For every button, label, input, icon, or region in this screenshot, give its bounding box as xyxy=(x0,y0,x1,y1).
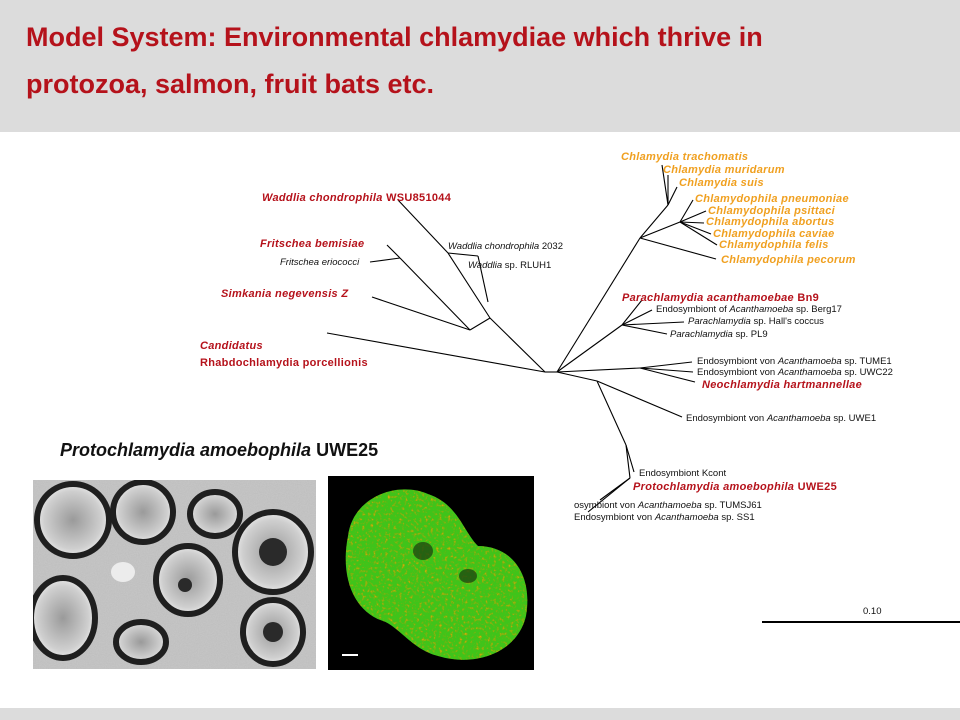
label-waddlia-2032: Waddlia chondrophila 2032 xyxy=(448,241,563,252)
label-tume1: Endosymbiont von Acanthamoeba sp. TUME1 xyxy=(697,356,892,367)
branch-left-a xyxy=(489,317,546,373)
micrograph-caption: Protochlamydia amoebophila UWE25 xyxy=(60,440,379,460)
label-chlamydophila-pecorum: Chlamydophila pecorum xyxy=(721,254,856,266)
label-neochlamydia-hartmannellae: Neochlamydia hartmannellae xyxy=(702,379,862,391)
label-uwe1: Endosymbiont von Acanthamoeba sp. UWE1 xyxy=(686,413,876,424)
branch-cs xyxy=(667,186,678,206)
branch-fritschea-e xyxy=(369,257,401,263)
branch-proto xyxy=(625,444,631,479)
label-chlamydophila-psittaci: Chlamydophila psittaci xyxy=(708,205,836,217)
branch-kcont xyxy=(625,444,635,473)
branch-para-stem xyxy=(556,324,623,373)
branch-chlam-stem xyxy=(556,237,641,373)
branch-chlamydia xyxy=(639,204,669,239)
branch-ct xyxy=(661,164,669,206)
label-rhabdochlamydia: Rhabdochlamydia porcellionis xyxy=(200,357,368,369)
branch-simkania xyxy=(371,296,471,331)
branch-bn9 xyxy=(621,299,643,326)
label-fritschea-eriococci: Fritschea eriococci xyxy=(280,257,360,268)
branch-waddlia-2032 xyxy=(447,252,479,257)
scale-label: 0.10 xyxy=(863,606,882,617)
label-chlamydophila-felis: Chlamydophila felis xyxy=(719,239,829,251)
title-bar: Model System: Environmental chlamydiae w… xyxy=(0,0,960,132)
label-waddlia-wsu: Waddlia chondrophila WSU851044 xyxy=(262,192,452,204)
label-waddlia-rluh1: Waddlia sp. RLUH1 xyxy=(468,260,551,271)
phylogenetic-tree: Waddlia chondrophila WSU851044 Waddlia c… xyxy=(200,151,960,623)
label-chlamydophila-caviae: Chlamydophila caviae xyxy=(713,228,835,240)
label-pl9: Parachlamydia sp. PL9 xyxy=(670,329,768,340)
branch-proto-stem xyxy=(596,380,627,446)
slide-title-line1: Model System: Environmental chlamydiae w… xyxy=(26,22,763,52)
branch-halls xyxy=(621,321,685,326)
branch-tume1 xyxy=(639,361,693,369)
branch-cpe xyxy=(639,237,717,260)
label-tumsj61: osymbiont von Acanthamoeba sp. TUMSJ61 xyxy=(574,500,762,511)
branch-left-b xyxy=(469,317,491,331)
footer-bar xyxy=(0,708,960,720)
label-kcont: Endosymbiont Kcont xyxy=(639,468,726,479)
tree-branches xyxy=(326,164,960,623)
label-candidatus: Candidatus xyxy=(200,340,263,352)
electron-micrograph xyxy=(33,480,316,669)
label-uwc22: Endosymbiont von Acanthamoeba sp. UWC22 xyxy=(697,367,893,378)
branch-cca xyxy=(679,221,712,235)
label-chlamydia-trachomatis: Chlamydia trachomatis xyxy=(621,151,748,163)
branch-uwe1-stem xyxy=(556,371,598,382)
label-berg17: Endosymbiont of Acanthamoeba sp. Berg17 xyxy=(656,304,842,315)
branch-waddlia xyxy=(447,252,491,319)
branch-rhabdo xyxy=(326,332,546,373)
branch-chlamydophila xyxy=(639,221,681,239)
branch-ss1 xyxy=(587,477,631,513)
label-ss1: Endosymbiont von Acanthamoeba sp. SS1 xyxy=(574,512,755,523)
slide-title: Model System: Environmental chlamydiae w… xyxy=(26,14,946,108)
branch-berg17 xyxy=(621,309,653,326)
fluorescence-micrograph xyxy=(328,476,534,670)
branch-fritschea-b xyxy=(386,244,401,259)
label-protochlamydia-uwe25: Protochlamydia amoebophila UWE25 xyxy=(633,481,837,493)
branch-waddlia-wsu xyxy=(397,199,449,254)
slide-title-line2: protozoa, salmon, fruit bats etc. xyxy=(26,69,435,99)
label-chlamydophila-pneumoniae: Chlamydophila pneumoniae xyxy=(695,193,849,205)
branch-cpn xyxy=(679,199,694,223)
branch-neo-stem xyxy=(556,367,641,373)
branch-uwc22 xyxy=(639,367,694,373)
branch-fritschea xyxy=(399,257,471,331)
branch-cfe xyxy=(679,221,718,246)
branch-cab xyxy=(679,221,705,224)
label-parachlamydia-bn9: Parachlamydia acanthamoebae Bn9 xyxy=(622,292,819,304)
label-chlamydia-muridarum: Chlamydia muridarum xyxy=(663,164,785,176)
branch-cps xyxy=(679,210,707,223)
branch-waddlia-rluh1 xyxy=(477,255,489,303)
label-halls-coccus: Parachlamydia sp. Hall's coccus xyxy=(688,316,824,327)
label-chlamydia-suis: Chlamydia suis xyxy=(679,177,764,189)
label-fritschea-bemisiae: Fritschea bemisiae xyxy=(260,238,364,250)
branch-neohart xyxy=(639,367,696,383)
branch-uwe1 xyxy=(596,380,683,418)
branch-pl9 xyxy=(621,324,668,335)
label-simkania: Simkania negevensis Z xyxy=(221,288,349,300)
label-chlamydophila-abortus: Chlamydophila abortus xyxy=(706,216,835,228)
